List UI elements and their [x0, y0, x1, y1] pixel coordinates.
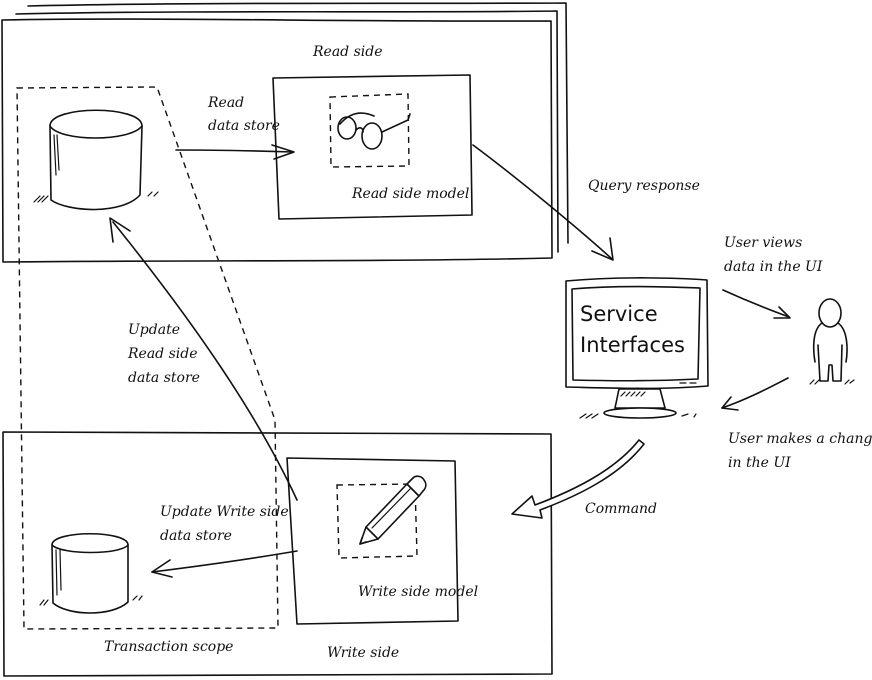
user-views-label-2: data in the UI	[724, 259, 823, 275]
read-side-model-label: Read side model	[352, 186, 470, 202]
arrow-user-views	[722, 289, 791, 319]
database-cylinder-icon	[33, 109, 159, 211]
write-side-model-label: Write side model	[358, 584, 479, 600]
arrow-update-read-store	[109, 217, 298, 501]
user-views-label-1: User views	[724, 235, 803, 251]
update-write-store-label-1: Update Write side	[160, 504, 289, 520]
read-side-model-box	[272, 74, 473, 220]
read-data-store-edge-label-2: data store	[208, 118, 280, 134]
read-side-panel	[1, 2, 569, 263]
monitor-icon	[565, 277, 709, 419]
service-interfaces-label-2: Interfaces	[580, 333, 685, 357]
update-read-store-label-3: data store	[128, 370, 200, 386]
user-changes-label-1: User makes a change	[728, 431, 872, 447]
write-side-model-box	[286, 457, 459, 625]
user-figure	[809, 298, 855, 385]
transaction-scope-boundary	[16, 86, 279, 630]
update-read-store-label-1: Update	[128, 322, 180, 338]
service-interfaces-monitor	[565, 277, 709, 419]
arrow-read-data-store	[175, 144, 295, 160]
glasses-icon	[337, 112, 411, 150]
arrow-query-response	[472, 144, 614, 261]
read-data-store-edge-label-1: Read	[208, 95, 245, 111]
user-changes-label-2: in the UI	[728, 455, 791, 471]
command-label: Command	[585, 501, 658, 517]
arrow-update-write-store	[151, 550, 298, 578]
service-interfaces-label-1: Service	[580, 302, 658, 326]
database-cylinder-icon	[39, 533, 143, 614]
update-read-store-label-2: Read side	[128, 346, 198, 362]
write-side-label: Write side	[327, 645, 400, 661]
arrow-command	[511, 439, 645, 519]
pencil-icon	[359, 475, 427, 545]
read-side-label: Read side	[313, 44, 383, 60]
arrow-user-changes	[721, 377, 789, 411]
read-data-store	[33, 109, 159, 211]
update-write-store-label-2: data store	[160, 528, 232, 544]
query-response-label: Query response	[588, 178, 700, 194]
person-icon	[809, 298, 855, 385]
transaction-scope-label: Transaction scope	[104, 639, 234, 655]
write-data-store	[39, 533, 143, 614]
